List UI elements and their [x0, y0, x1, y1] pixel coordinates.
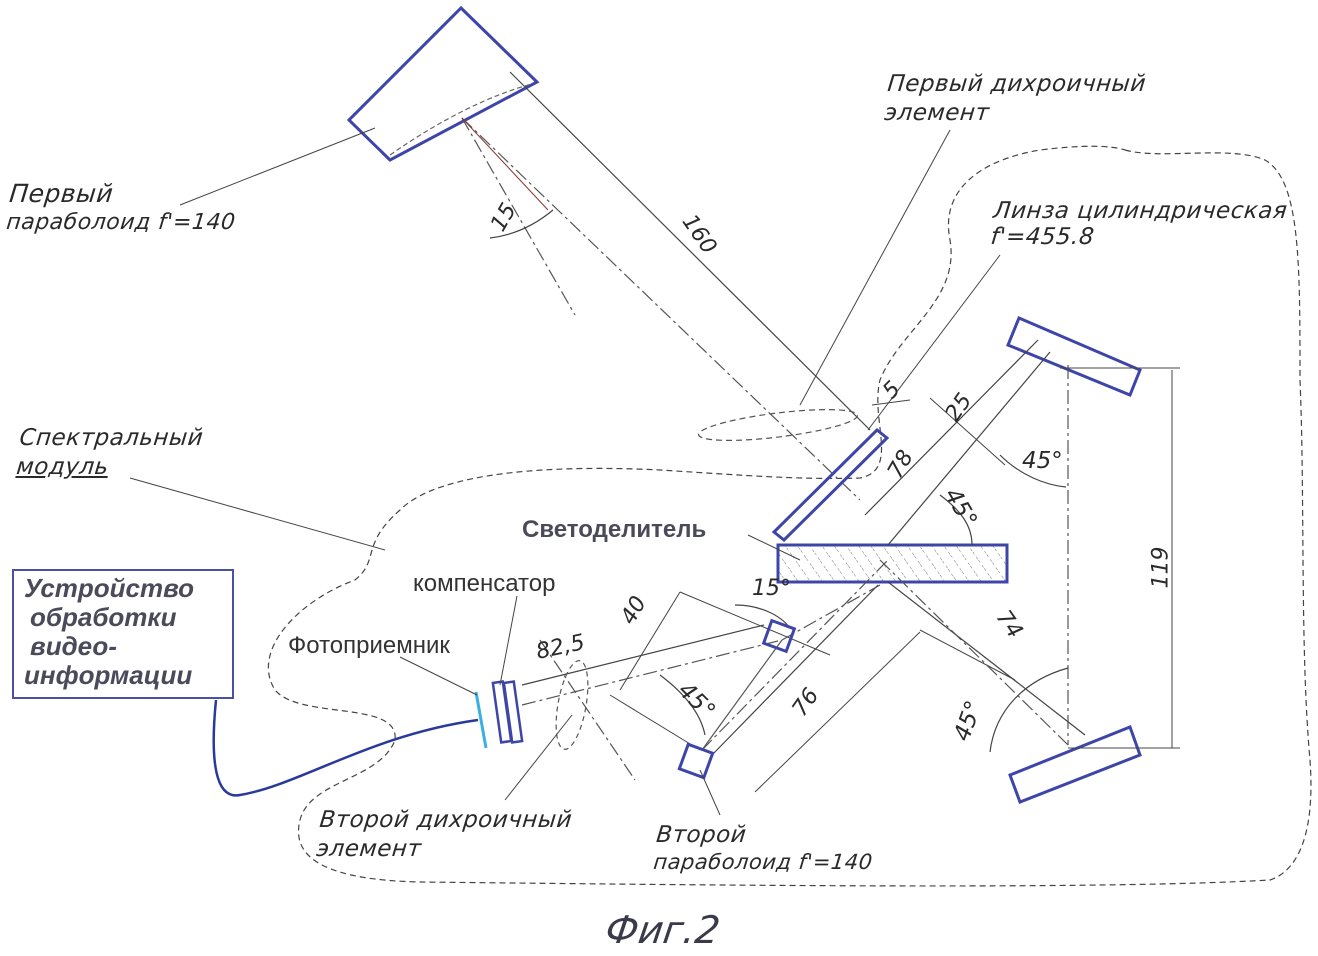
beam-second-paraboloid-edge	[712, 585, 878, 755]
label-spectral-module-l1: Спектральный	[18, 424, 205, 453]
bottom-right-mirror	[1010, 727, 1140, 802]
device-l4: информации	[24, 661, 232, 690]
label-second-dichroic: Второй дихроичный элемент	[315, 806, 574, 864]
label-compensator: компенсатор	[413, 570, 555, 598]
leader-first-dichroic	[800, 130, 950, 405]
label-second-paraboloid: Второй параболоид f'=140	[652, 822, 877, 875]
figure-caption: Фиг.2	[603, 908, 723, 952]
label-cyl-lens-l2: f'=455.8	[989, 224, 1286, 250]
dim-76	[755, 632, 920, 792]
dim-label-119: 119	[1149, 547, 1174, 589]
label-first-dichroic: Первый дихроичный элемент	[883, 70, 1147, 128]
label-cyl-lens: Линза цилиндрическая f'=455.8	[989, 198, 1288, 251]
ray-first-paraboloid	[462, 118, 548, 210]
label-first-paraboloid-l1: Первый	[8, 178, 240, 209]
label-beamsplitter: Светоделитель	[522, 516, 706, 544]
dim-74	[920, 630, 1015, 680]
leader-second-dichroic	[505, 715, 572, 800]
dim-label-45-right: 45°	[1022, 448, 1063, 474]
leader-second-paraboloid	[700, 770, 720, 815]
label-cyl-lens-l1: Линза цилиндрическая	[992, 198, 1289, 224]
dim-label-15-mid: 15°	[752, 576, 791, 601]
label-second-dichroic-l2: элемент	[315, 835, 571, 864]
dim-40-ext	[680, 592, 830, 655]
label-first-paraboloid-l2: параболоид f'=140	[5, 209, 237, 237]
leader-photodetector	[400, 657, 477, 695]
beam-to-small-mirror	[782, 585, 880, 640]
top-right-mirror	[1008, 318, 1140, 395]
second-paraboloid-mirror	[679, 744, 712, 777]
label-spectral-module: Спектральный модуль	[15, 424, 205, 482]
device-l1: Устройство	[24, 574, 232, 603]
label-second-paraboloid-l2: параболоид f'=140	[652, 850, 874, 875]
cylindrical-lens	[697, 403, 859, 446]
device-l3: видео-	[24, 632, 232, 661]
label-first-paraboloid: Первый параболоид f'=140	[5, 178, 240, 237]
first-dichroic-element	[774, 430, 887, 540]
label-first-dichroic-l2: элемент	[883, 99, 1144, 128]
device-l2: обработки	[24, 603, 232, 632]
label-second-dichroic-l1: Второй дихроичный	[318, 806, 574, 835]
beam-second-paraboloid	[702, 560, 888, 750]
beam-160-axis	[462, 118, 860, 500]
leader-cyl-lens	[868, 255, 1000, 430]
label-spectral-module-l2: модуль	[15, 453, 202, 482]
leader-compensator	[500, 596, 517, 685]
label-second-paraboloid-l1: Второй	[655, 822, 877, 850]
video-processing-device-box: Устройство обработки видео- информации	[12, 569, 234, 699]
label-photodetector: Фотоприемник	[288, 632, 450, 660]
beam-down-right	[888, 582, 1085, 735]
signal-cable	[214, 700, 478, 795]
beamsplitter-plate	[778, 545, 1007, 582]
leader-spectral-module	[130, 478, 385, 550]
label-first-dichroic-l1: Первый дихроичный	[886, 70, 1147, 99]
first-paraboloid-mirror	[349, 8, 537, 160]
angle-arc-45-bottom	[990, 668, 1068, 752]
